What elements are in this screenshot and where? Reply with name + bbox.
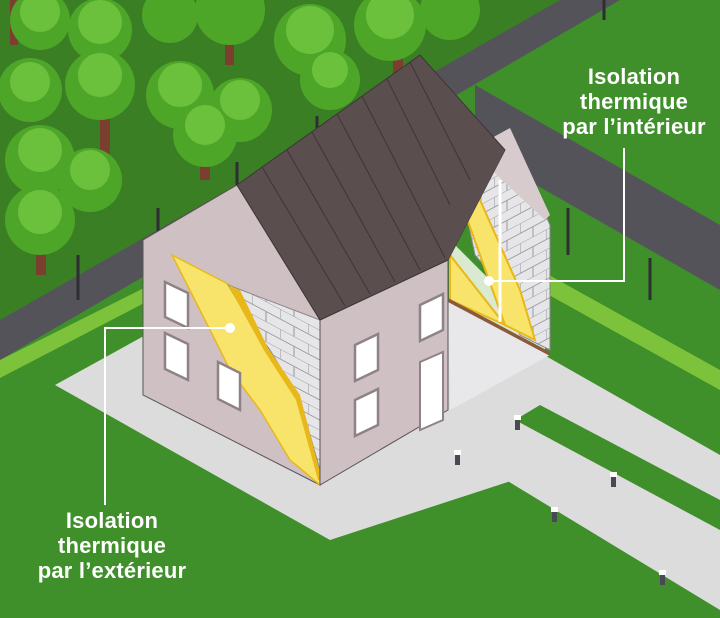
exterior-insulation-label: Isolation thermique par l’extérieur [14,508,210,583]
interior-floor [448,300,550,410]
garden-lamps [454,415,666,585]
label-line: thermique [579,89,689,114]
front-windows [353,292,445,438]
label-line: Isolation [65,508,159,533]
exterior-marker-dot [225,323,235,333]
interior-leader-line [489,148,625,282]
interior-marker-dot [484,276,494,286]
interior-insulation-label: Isolation thermique par l’intérieur [548,64,720,139]
exterior-leader-line [104,327,230,505]
front-door [419,350,444,432]
label-line: thermique [57,533,167,558]
label-line: par l’extérieur [37,558,187,583]
house [142,54,551,487]
label-line: par l’intérieur [562,114,706,139]
gable-windows [163,280,242,413]
trees [0,0,480,275]
leader-lines [104,148,625,505]
label-line: Isolation [587,64,681,89]
